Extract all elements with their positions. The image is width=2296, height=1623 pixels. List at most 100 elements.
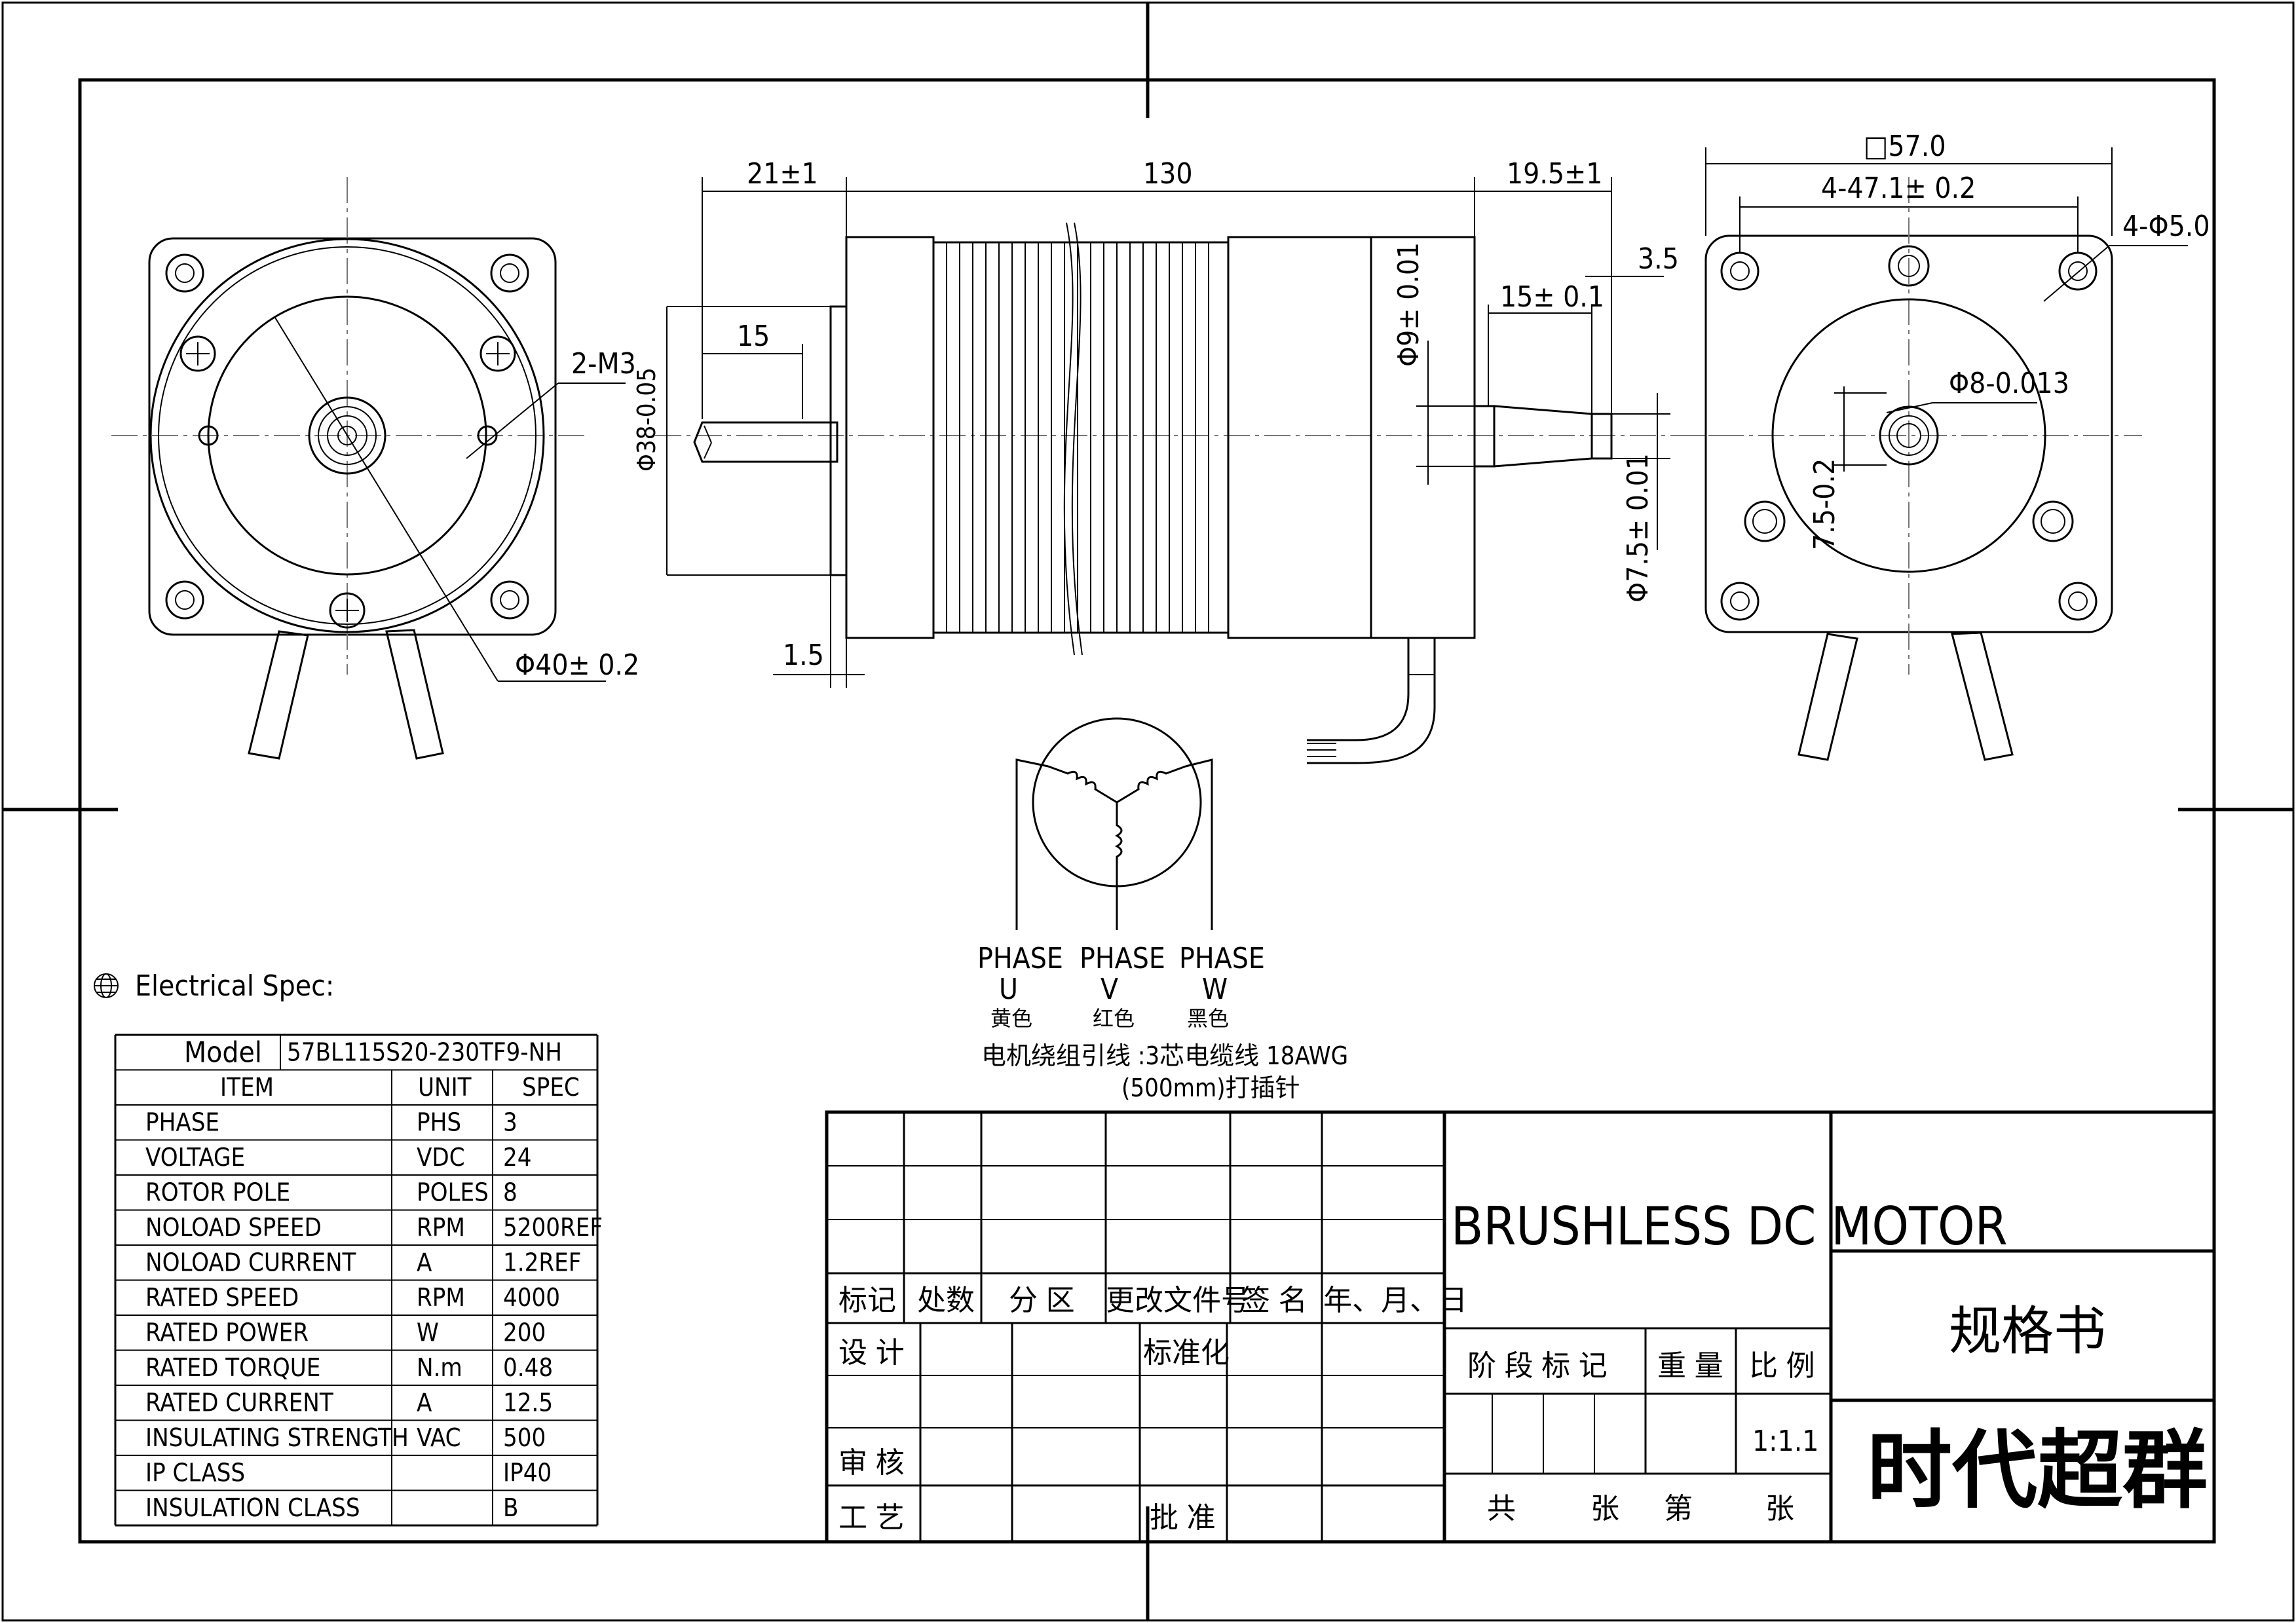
side-cable <box>1307 638 1436 764</box>
spec-item: PHASE <box>145 1108 219 1137</box>
mount-holes-dim: 4-Φ5.0 <box>2122 210 2210 243</box>
spec-unit: PHS <box>417 1108 461 1137</box>
phase-v-letter: V <box>1101 973 1118 1006</box>
cooling-fins <box>946 242 1209 633</box>
header-item: ITEM <box>220 1073 274 1102</box>
spec-value: 500 <box>503 1423 546 1452</box>
sheet-end-label: 张 <box>1765 1492 1794 1525</box>
spec-unit: W <box>417 1318 439 1347</box>
spec-unit: A <box>417 1389 432 1417</box>
spec-value: 12.5 <box>503 1389 553 1417</box>
spec-table: Model 57BL115S20-230TF9-NH ITEM UNIT SPEC PHA… <box>114 1034 603 1527</box>
stage-mark-label: 阶 段 标 记 <box>1467 1349 1608 1383</box>
hole-spacing-dim: 4-47.1± 0.2 <box>1821 172 1976 205</box>
spec-unit: RPM <box>417 1283 465 1312</box>
shaft-extension-dim: 21±1 <box>747 157 818 191</box>
front-view: Φ40± 0.2 2-M3 <box>111 177 639 760</box>
spec-value: B <box>503 1493 518 1522</box>
spec-unit: POLES <box>417 1178 489 1207</box>
process-label: 工 艺 <box>838 1501 905 1535</box>
flange-step-dim: 1.5 <box>783 639 824 672</box>
sheets-label: 张 <box>1590 1492 1619 1525</box>
rev-header-sign: 签 名 <box>1241 1284 1308 1317</box>
phase-w-color: 黑色 <box>1187 1006 1229 1031</box>
doc-type: 规格书 <box>1949 1301 2106 1362</box>
rev-header-mark: 标记 <box>838 1284 896 1317</box>
spec-item: NOLOAD CURRENT <box>145 1248 356 1277</box>
rear-tip-dim: 3.5 <box>1638 242 1679 276</box>
weight-label: 重 量 <box>1657 1349 1723 1383</box>
front-holes-dim: 2-M3 <box>571 347 636 381</box>
shaft-diameter-dim: Φ8-0.013 <box>1949 367 2069 400</box>
spec-item: VOLTAGE <box>145 1143 245 1172</box>
spec-value: 0.48 <box>503 1353 553 1382</box>
phase-w-label: PHASE <box>1179 942 1265 975</box>
rev-header-date: 年、月、日 <box>1323 1284 1467 1317</box>
review-label: 审 核 <box>838 1446 905 1480</box>
title-block: 标记 处数 分 区 更改文件号 签 名 年、月、日 设 计 标准化 审 核 工 … <box>825 1110 2216 1544</box>
globe-icon <box>94 973 119 998</box>
phase-v-color: 红色 <box>1093 1006 1135 1031</box>
winding-schematic: PHASE PHASE PHASE U V W 黄色 红色 黑色 电机绕组引线 … <box>977 717 1348 1102</box>
spec-item: RATED TORQUE <box>145 1353 320 1382</box>
spec-heading: Electrical Spec: <box>135 969 334 1003</box>
front-mount-holes <box>165 253 529 620</box>
phase-u-letter: U <box>999 973 1018 1006</box>
spec-unit: VAC <box>417 1423 461 1452</box>
spec-item: RATED SPEED <box>145 1283 299 1312</box>
spec-item: NOLOAD SPEED <box>145 1213 322 1242</box>
scale-label: 比 例 <box>1749 1349 1815 1383</box>
spec-item: IP CLASS <box>145 1459 245 1487</box>
design-label: 设 计 <box>838 1336 905 1370</box>
spec-value: 8 <box>503 1178 518 1207</box>
spec-item: INSULATION CLASS <box>145 1493 360 1522</box>
bolt-circle-dim: Φ40± 0.2 <box>515 648 639 682</box>
rear-diameter-2-dim: Φ7.5± 0.01 <box>1621 453 1655 603</box>
spec-unit: VDC <box>417 1143 465 1172</box>
spec-unit: RPM <box>417 1213 465 1242</box>
approve-label: 批 准 <box>1150 1501 1216 1535</box>
shaft-flat-dim: 15 <box>737 320 770 353</box>
header-spec: SPEC <box>522 1073 580 1102</box>
square-dim: □57.0 <box>1864 130 1946 163</box>
phase-w-letter: W <box>1202 973 1228 1006</box>
lead-wire-note-2: (500mm)打插针 <box>1121 1073 1300 1102</box>
spec-value: 3 <box>503 1108 518 1137</box>
spec-item: INSULATING STRENGTH <box>145 1423 409 1452</box>
total-label: 共 <box>1487 1492 1516 1525</box>
spec-value: 4000 <box>503 1283 560 1312</box>
spec-item: RATED POWER <box>145 1318 309 1347</box>
phase-u-color: 黄色 <box>990 1006 1032 1031</box>
model-label: Model <box>184 1036 262 1070</box>
rev-header-zone: 分 区 <box>1009 1284 1075 1317</box>
standardize-label: 标准化 <box>1143 1336 1230 1370</box>
header-unit: UNIT <box>418 1073 472 1102</box>
spec-unit: N.m <box>417 1353 462 1382</box>
spec-value: 1.2REF <box>503 1248 581 1277</box>
phase-v-label: PHASE <box>1080 942 1165 975</box>
body-length-dim: 130 <box>1143 157 1193 191</box>
sheet-no-label: 第 <box>1664 1492 1693 1525</box>
spec-value: 5200REF <box>503 1213 603 1242</box>
rear-cables <box>1797 631 2014 761</box>
front-screws <box>179 335 516 629</box>
company-name: 时代超群 <box>1867 1421 2208 1520</box>
spec-value: 24 <box>503 1143 532 1172</box>
scale-value: 1:1.1 <box>1752 1425 1818 1458</box>
rear-diameter-1-dim: Φ9± 0.01 <box>1392 242 1425 367</box>
electrical-spec: Electrical Spec: Model 57BL115S20-230TF9-… <box>94 969 603 1527</box>
spec-value: IP40 <box>503 1459 552 1487</box>
rear-shaft-dim: 15± 0.1 <box>1500 280 1604 314</box>
rear-extension-dim: 19.5±1 <box>1507 157 1602 191</box>
lead-wire-note: 电机绕组引线 :3芯电缆线 18AWG <box>981 1041 1348 1070</box>
spec-unit: A <box>417 1248 432 1277</box>
rev-header-count: 处数 <box>917 1284 975 1317</box>
phase-u-label: PHASE <box>977 942 1063 975</box>
spec-item: ROTOR POLE <box>145 1178 290 1207</box>
rev-header-docno: 更改文件号 <box>1106 1284 1250 1317</box>
model-value: 57BL115S20-230TF9-NH <box>287 1038 562 1067</box>
side-view: 21±1 130 19.5±1 15 15± 0.1 3.5 Φ38-0.05 … <box>632 157 1729 764</box>
product-name: BRUSHLESS DC MOTOR <box>1451 1196 2008 1257</box>
